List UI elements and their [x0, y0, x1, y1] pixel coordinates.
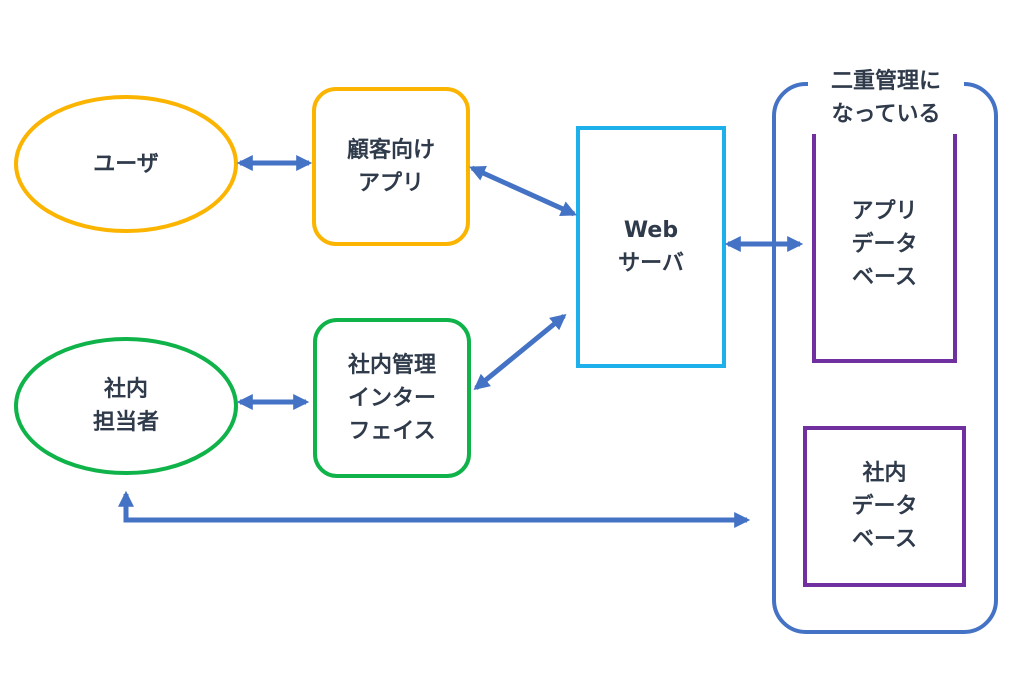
admin-interface-label: 社内管理インターフェイス: [315, 320, 469, 476]
label-line: サーバ: [618, 251, 684, 276]
web-server-label: Web サーバ: [578, 128, 724, 366]
label-line: データ: [851, 494, 918, 519]
label-line: ユーザ: [93, 151, 159, 177]
label-line: 社内管理: [347, 352, 436, 378]
label-line: 社内: [103, 377, 148, 402]
label-line: ベース: [852, 527, 917, 552]
label-line: フェイス: [348, 418, 436, 444]
label-line: ベース: [852, 265, 917, 290]
admin-interface-node: [313, 318, 471, 478]
customer-app-label: 顧客向けアプリ: [314, 89, 468, 244]
arrow-admin-interface-web-server: [473, 313, 567, 391]
staff-node: [14, 337, 238, 475]
label-line: 社内: [862, 461, 907, 486]
app-database-label: アプリデータベース: [814, 128, 955, 361]
label-line: 担当者: [92, 410, 159, 435]
group-label: 二重管理になっている: [808, 62, 964, 134]
label-line: インター: [347, 385, 436, 411]
label-line: 顧客向け: [346, 137, 435, 163]
label-line: アプリ: [357, 170, 424, 196]
label-line: アプリ: [851, 199, 918, 224]
label-line: 二重管理に: [830, 69, 941, 94]
internal-database-node: [803, 426, 966, 587]
customer-app-node: [312, 87, 470, 246]
internal-database-label: 社内データベース: [805, 428, 964, 585]
user-node: [14, 95, 238, 233]
staff-label: 社内担当者: [16, 339, 236, 473]
label-line: Web: [623, 218, 679, 243]
label-line: なっている: [831, 102, 941, 127]
arrow-customer-app-web-server: [469, 165, 577, 217]
web-server-node: [576, 126, 726, 368]
user-label: ユーザ: [16, 97, 236, 231]
label-line: データ: [851, 232, 918, 257]
arrow-staff-internal-database: [117, 490, 751, 529]
